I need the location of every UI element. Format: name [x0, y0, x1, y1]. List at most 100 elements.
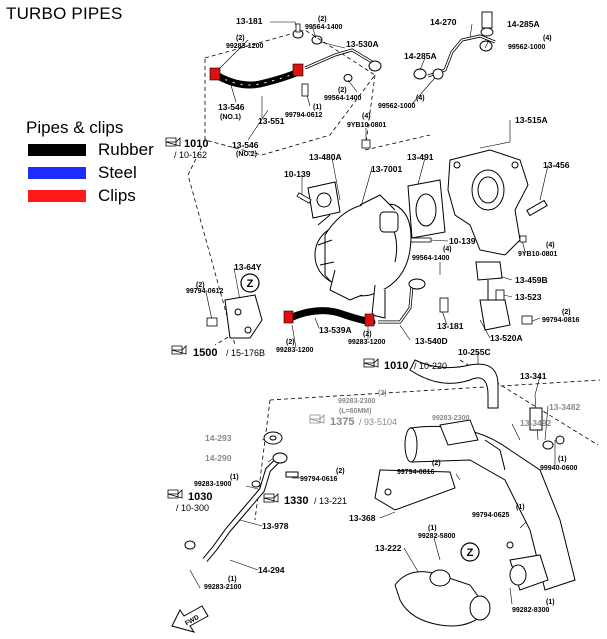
callout: (4) — [546, 242, 555, 249]
callout: 9YB10-0801 — [518, 251, 557, 258]
callout: 99564-1400 — [412, 255, 449, 262]
clip-icon — [283, 310, 294, 324]
ref-sub: / 93-5104 — [359, 417, 397, 427]
reference-arrow-icon — [167, 489, 183, 499]
callout: (2) — [338, 87, 347, 94]
clamp-group-13-341 — [529, 407, 565, 450]
callout: (2) — [378, 390, 387, 397]
fwd-arrow: FWD — [171, 605, 209, 633]
gasket-13-480a — [307, 181, 341, 219]
ref-sub: / 10-162 — [174, 150, 207, 160]
legend-item-steel: Steel — [28, 163, 137, 182]
callout: (NO.2) — [236, 151, 257, 158]
callout: 13-222 — [375, 543, 402, 553]
callout: 13-520A — [490, 333, 523, 343]
callout: 10-139 — [284, 169, 311, 179]
ref-1030: 1030 / 10-300 — [167, 489, 212, 513]
callout: 13-459B — [515, 275, 548, 285]
intake-hose — [409, 359, 499, 409]
callout: 9YB10-0801 — [347, 122, 386, 129]
callout: 13-546 — [232, 140, 259, 150]
callout: 13-181 — [236, 16, 263, 26]
ref-number: 1030 — [188, 491, 212, 503]
ref-number: 1500 — [193, 347, 217, 359]
callout: 99794-0612 — [285, 112, 322, 119]
z-marker: Z — [460, 542, 480, 562]
callout: 10-139 — [449, 236, 476, 246]
steel-swatch — [28, 167, 86, 179]
bracket-13-368 — [374, 469, 456, 511]
reference-arrow-icon — [363, 358, 379, 368]
exhaust-elbow — [447, 149, 548, 256]
callout: (NO.1) — [220, 114, 241, 121]
page-title: TURBO PIPES — [6, 4, 123, 23]
callout: (2) — [236, 35, 245, 42]
callout: 99283-1200 — [348, 339, 385, 346]
callout: 99562-1000 — [378, 103, 415, 110]
callout: 99283-2100 — [204, 584, 241, 591]
upper-pipe-assembly — [209, 23, 382, 97]
callout-labels: 13-181 (2) 99564-1400 (2) 99283-1200 13-… — [186, 16, 580, 614]
clips-swatch — [28, 190, 86, 202]
callout: 99794-0612 — [186, 288, 223, 295]
callout: 99562-1000 — [508, 44, 545, 51]
callout: (2) — [363, 331, 372, 338]
legend-item-clips: Clips — [28, 186, 136, 205]
z-marker: Z — [240, 273, 260, 293]
callout: (1) — [558, 456, 567, 463]
legend-label-rubber: Rubber — [98, 140, 154, 159]
z-marker-label: Z — [467, 547, 474, 559]
callout: 13-491 — [407, 152, 434, 162]
callout: 14-293 — [205, 433, 232, 443]
ref-1375: 1375 / 93-5104 — [309, 414, 397, 428]
legend-item-rubber: Rubber — [28, 140, 154, 159]
clip-icon — [209, 67, 221, 81]
bracket-13-64y — [224, 294, 263, 339]
callout: (4) — [443, 246, 452, 253]
callout: (1) — [546, 599, 555, 606]
ref-sub: / 13-221 — [314, 496, 347, 506]
ref-number: 1010 — [184, 138, 208, 150]
callout: (4) — [416, 95, 425, 102]
intake-pipe — [404, 419, 576, 591]
callout: 14-285A — [507, 19, 540, 29]
clip-icon — [292, 63, 304, 77]
oil-feed-line — [413, 11, 496, 80]
callout: (4) — [543, 35, 552, 42]
coolant-pipe — [184, 431, 299, 562]
callout: 13-341 — [520, 371, 547, 381]
callout: 13-7001 — [371, 164, 402, 174]
callout: 14-290 — [205, 453, 232, 463]
callout: 13-515A — [515, 115, 548, 125]
callout: 99940-0600 — [540, 465, 577, 472]
callout: (4) — [362, 113, 371, 120]
ref-number: 1375 — [330, 416, 354, 428]
reference-arrow-icon — [309, 414, 325, 424]
callout: 14-285A — [404, 51, 437, 61]
callout: 14-294 — [258, 565, 285, 575]
callout: (2) — [562, 309, 571, 316]
callout: 13-530A — [346, 39, 379, 49]
callout: 13-978 — [262, 521, 289, 531]
callout: 99794-0816 — [397, 469, 434, 476]
ref-sub: / 10-300 — [176, 503, 209, 513]
callout: (2) — [286, 339, 295, 346]
gasket-13-491 — [407, 179, 446, 239]
callout: 13-3482 — [549, 402, 580, 412]
callout: 13-539A — [319, 325, 352, 335]
reference-arrow-icon — [263, 493, 279, 503]
callout: 13-540D — [415, 336, 448, 346]
callout: 99564-1400 — [305, 24, 342, 31]
reference-arrow-icon — [165, 137, 181, 147]
callout: 99282-8300 — [512, 607, 549, 614]
callout: (1) — [228, 576, 237, 583]
callout: 13-368 — [349, 513, 376, 523]
ref-sub: / 10-220 — [414, 361, 447, 371]
rubber-swatch — [28, 144, 86, 156]
callout: 99794-0816 — [542, 317, 579, 324]
callout: 13-551 — [258, 116, 285, 126]
callout: 99283-2300 — [338, 398, 375, 405]
callout: (2) — [196, 282, 205, 289]
z-marker-label: Z — [247, 278, 254, 290]
callout: 13-456 — [543, 160, 570, 170]
